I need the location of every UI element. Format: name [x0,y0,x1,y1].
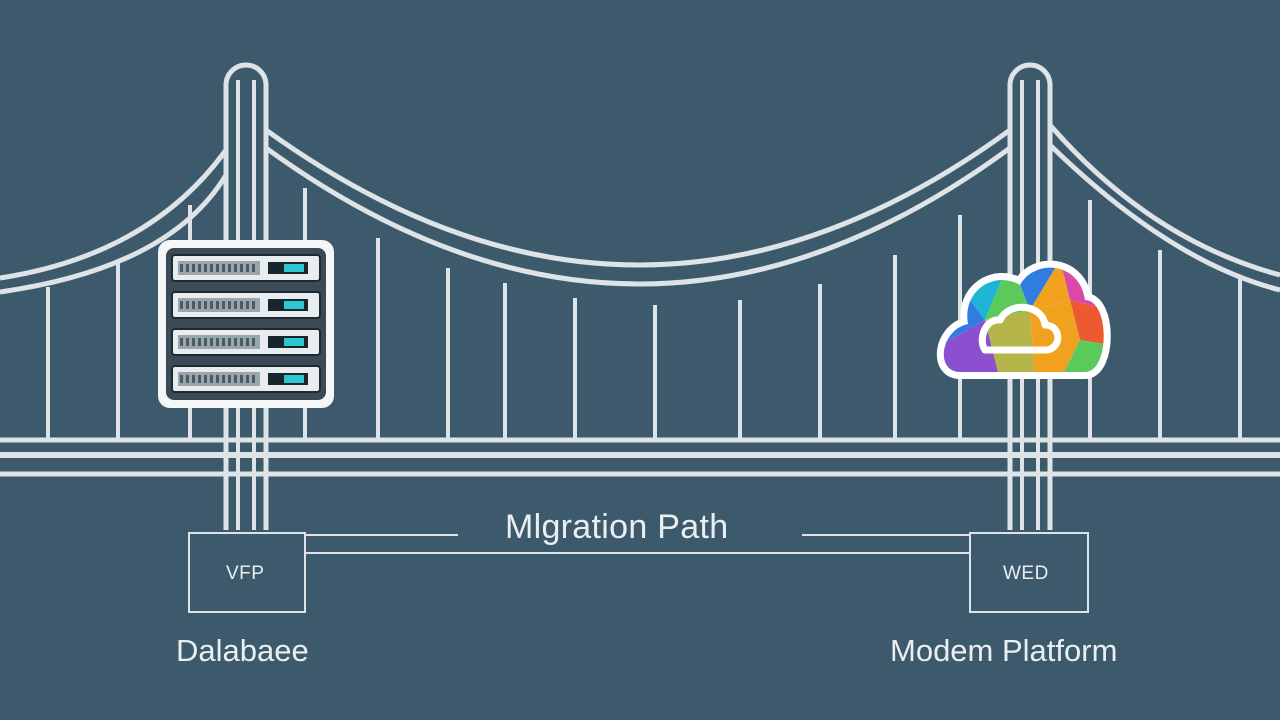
left-node-box [188,532,306,613]
bridge-deck [0,437,1280,477]
server-rack-icon [158,240,334,408]
right-node-box [969,532,1089,613]
server-status-light [284,375,304,383]
server-status-light [284,338,304,346]
main-cables [0,123,1280,295]
right-node-caption: Modem Platform [890,633,1118,668]
server-status-light [284,301,304,309]
left-node-box-label: VFP [226,563,265,584]
diagram-title: Mlgration Path [505,508,729,546]
cloud-icon [936,260,1111,379]
migration-connectors [305,534,970,554]
server-status-light [284,264,304,272]
left-node-caption: Dalabaee [176,633,309,668]
right-node-box-label: WED [1003,563,1049,584]
